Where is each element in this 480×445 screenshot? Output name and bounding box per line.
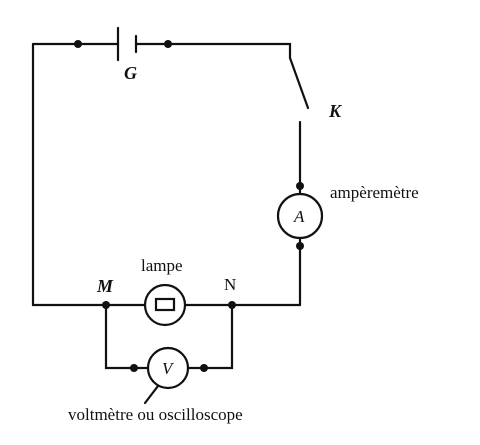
- ammeter-letter: A: [293, 207, 305, 226]
- wire-top-right: [134, 42, 292, 60]
- lamp-symbol: [143, 283, 187, 327]
- voltmeter-pointer: [143, 384, 160, 405]
- voltmeter-letter: V: [162, 359, 175, 378]
- generator-right-terminal: [164, 40, 172, 48]
- ammeter-symbol: [276, 192, 324, 240]
- node-n-label: N: [224, 275, 236, 294]
- voltmeter-left-terminal: [130, 364, 138, 372]
- lamp-filament: [154, 297, 176, 312]
- node-m-label: M: [96, 276, 114, 296]
- voltmeter-symbol: [146, 346, 190, 390]
- generator-symbol: [116, 26, 138, 62]
- ammeter-top-terminal: [296, 182, 304, 190]
- switch-blade: [288, 56, 310, 110]
- switch-label: K: [328, 101, 343, 121]
- ammeter-bottom-terminal: [296, 242, 304, 250]
- generator-left-terminal: [74, 40, 82, 48]
- wire-voltmeter-right: [186, 303, 234, 370]
- wire-voltmeter-left: [104, 303, 150, 370]
- generator-label: G: [124, 63, 137, 83]
- voltmeter-label: voltmètre ou oscilloscope: [68, 405, 243, 424]
- lamp-label: lampe: [141, 256, 183, 275]
- ammeter-label: ampèremètre: [330, 183, 419, 202]
- voltmeter-right-terminal: [200, 364, 208, 372]
